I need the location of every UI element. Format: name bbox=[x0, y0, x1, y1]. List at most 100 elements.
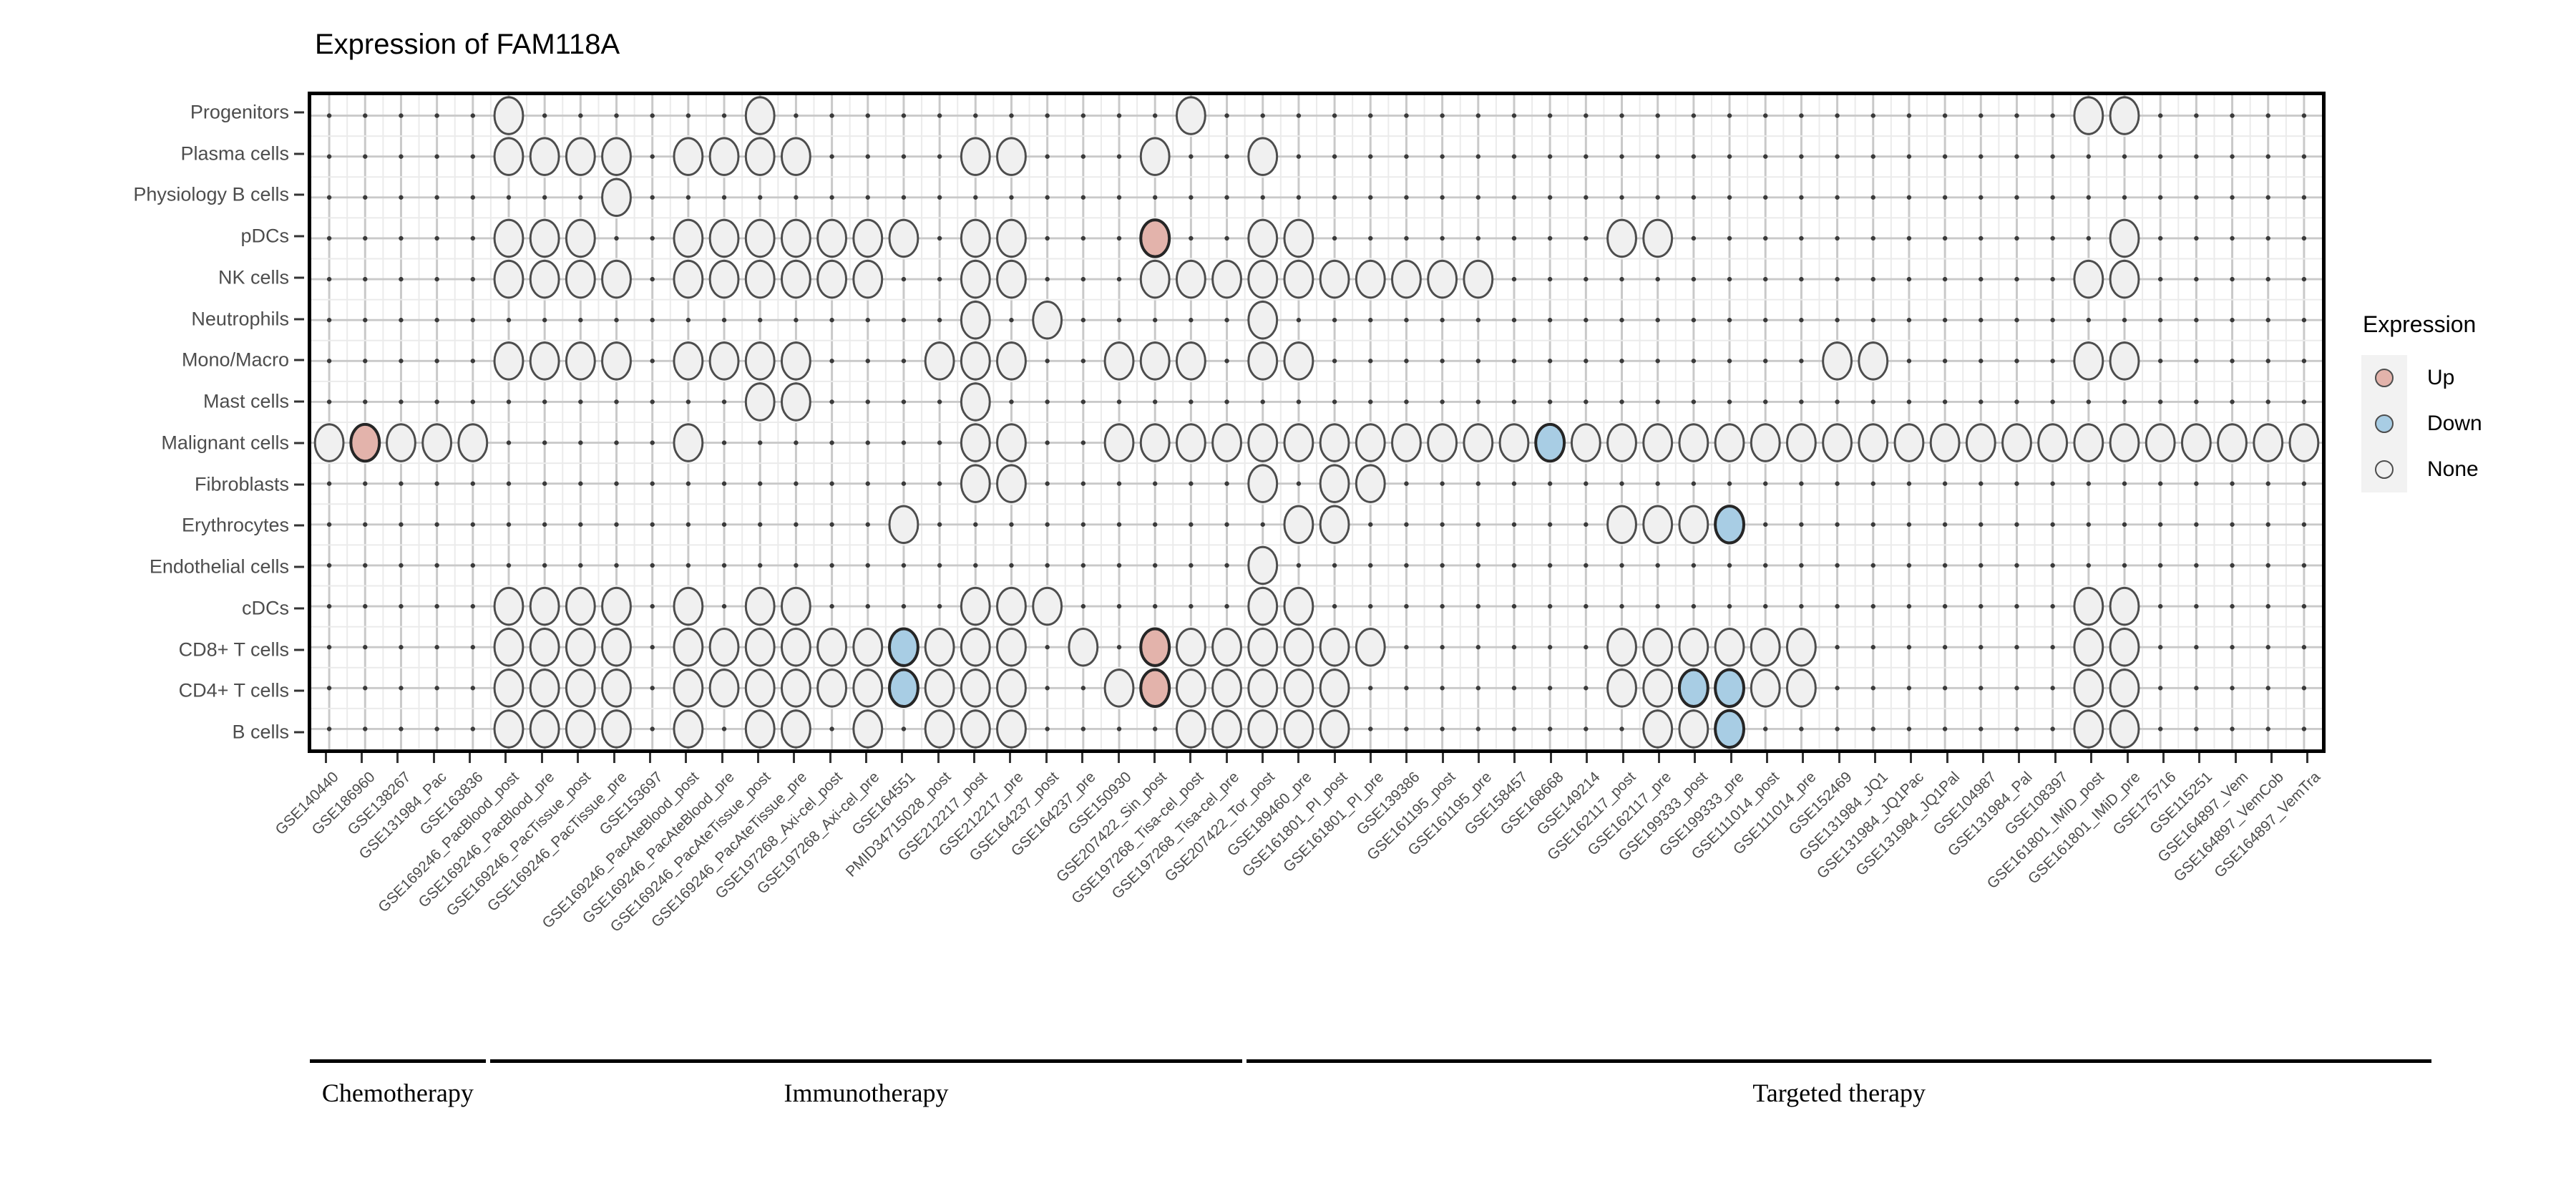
data-point[interactable] bbox=[780, 709, 811, 749]
data-point[interactable] bbox=[2073, 669, 2104, 708]
data-point[interactable] bbox=[1642, 669, 1674, 708]
data-point[interactable] bbox=[673, 423, 704, 462]
data-point[interactable] bbox=[1391, 259, 1422, 299]
data-point[interactable] bbox=[1929, 423, 1961, 462]
data-point[interactable] bbox=[708, 341, 740, 381]
data-point[interactable] bbox=[924, 627, 955, 667]
data-point[interactable] bbox=[2073, 709, 2104, 749]
data-point[interactable] bbox=[673, 259, 704, 299]
data-point[interactable] bbox=[1103, 423, 1135, 462]
data-point[interactable] bbox=[1211, 627, 1242, 667]
data-point[interactable] bbox=[996, 586, 1027, 626]
data-point[interactable] bbox=[2253, 423, 2284, 462]
data-point[interactable] bbox=[2180, 423, 2212, 462]
data-point[interactable] bbox=[1319, 505, 1350, 545]
data-point[interactable] bbox=[493, 218, 525, 258]
data-point[interactable] bbox=[2001, 423, 2032, 462]
data-point[interactable] bbox=[1283, 341, 1314, 381]
data-point[interactable] bbox=[2217, 423, 2248, 462]
data-point[interactable] bbox=[960, 137, 991, 176]
data-point[interactable] bbox=[960, 627, 991, 667]
data-point[interactable] bbox=[1068, 627, 1099, 667]
data-point[interactable] bbox=[1498, 423, 1530, 462]
data-point[interactable] bbox=[386, 423, 416, 462]
data-point[interactable] bbox=[924, 709, 955, 749]
data-point[interactable] bbox=[816, 259, 848, 299]
data-point[interactable] bbox=[708, 627, 740, 667]
data-point[interactable] bbox=[529, 709, 560, 749]
data-point[interactable] bbox=[1750, 669, 1781, 708]
data-point[interactable] bbox=[1858, 341, 1889, 381]
data-point[interactable] bbox=[1355, 423, 1386, 462]
data-point[interactable] bbox=[780, 586, 811, 626]
data-point[interactable] bbox=[1714, 627, 1745, 667]
data-point[interactable] bbox=[744, 341, 776, 381]
data-point[interactable] bbox=[1283, 505, 1314, 545]
data-point[interactable] bbox=[1678, 505, 1709, 545]
data-point[interactable] bbox=[565, 218, 596, 258]
data-point[interactable] bbox=[1391, 423, 1422, 462]
data-point[interactable] bbox=[1032, 300, 1063, 340]
data-point[interactable] bbox=[529, 586, 560, 626]
data-point[interactable] bbox=[1283, 586, 1314, 626]
data-point[interactable] bbox=[1283, 669, 1314, 708]
data-point[interactable] bbox=[1642, 505, 1674, 545]
data-point[interactable] bbox=[708, 259, 740, 299]
data-point[interactable] bbox=[601, 137, 632, 176]
data-point[interactable] bbox=[2109, 423, 2140, 462]
data-point[interactable] bbox=[1319, 709, 1350, 749]
data-point[interactable] bbox=[2145, 423, 2176, 462]
legend-item[interactable]: Down bbox=[2361, 401, 2569, 447]
data-point[interactable] bbox=[744, 586, 776, 626]
data-point[interactable] bbox=[1785, 423, 1817, 462]
data-point[interactable] bbox=[565, 627, 596, 667]
data-point[interactable] bbox=[2073, 341, 2104, 381]
data-point[interactable] bbox=[996, 218, 1027, 258]
data-point[interactable] bbox=[313, 423, 345, 462]
data-point[interactable] bbox=[673, 586, 704, 626]
data-point[interactable] bbox=[1642, 218, 1674, 258]
data-point[interactable] bbox=[457, 423, 489, 462]
data-point[interactable] bbox=[888, 218, 919, 258]
data-point[interactable] bbox=[816, 218, 848, 258]
data-point[interactable] bbox=[960, 382, 991, 422]
data-point[interactable] bbox=[2073, 627, 2104, 667]
data-point[interactable] bbox=[601, 627, 632, 667]
data-point[interactable] bbox=[1606, 423, 1637, 462]
data-point[interactable] bbox=[493, 137, 525, 176]
data-point[interactable] bbox=[744, 218, 776, 258]
data-point[interactable] bbox=[1893, 423, 1925, 462]
data-point[interactable] bbox=[1247, 545, 1279, 585]
data-point[interactable] bbox=[744, 669, 776, 708]
data-point[interactable] bbox=[1283, 423, 1314, 462]
data-point[interactable] bbox=[1427, 259, 1458, 299]
data-point[interactable] bbox=[780, 382, 811, 422]
data-point[interactable] bbox=[960, 423, 991, 462]
data-point[interactable] bbox=[744, 96, 776, 135]
data-point[interactable] bbox=[565, 709, 596, 749]
data-point[interactable] bbox=[1247, 709, 1279, 749]
data-point[interactable] bbox=[1283, 709, 1314, 749]
data-point[interactable] bbox=[780, 218, 811, 258]
data-point[interactable] bbox=[1139, 259, 1171, 299]
data-point[interactable] bbox=[673, 669, 704, 708]
data-point[interactable] bbox=[1714, 668, 1745, 709]
data-point[interactable] bbox=[996, 464, 1027, 503]
data-point[interactable] bbox=[1319, 464, 1350, 503]
data-point[interactable] bbox=[852, 709, 884, 749]
data-point[interactable] bbox=[744, 259, 776, 299]
data-point[interactable] bbox=[2073, 423, 2104, 462]
data-point[interactable] bbox=[601, 178, 632, 218]
data-point[interactable] bbox=[529, 627, 560, 667]
data-point[interactable] bbox=[1247, 259, 1279, 299]
data-point[interactable] bbox=[1642, 709, 1674, 749]
data-point[interactable] bbox=[2288, 423, 2320, 462]
data-point[interactable] bbox=[852, 669, 884, 708]
data-point[interactable] bbox=[960, 259, 991, 299]
legend-item[interactable]: None bbox=[2361, 447, 2569, 492]
data-point[interactable] bbox=[996, 669, 1027, 708]
data-point[interactable] bbox=[1247, 669, 1279, 708]
data-point[interactable] bbox=[1822, 341, 1853, 381]
data-point[interactable] bbox=[1355, 464, 1386, 503]
data-point[interactable] bbox=[1319, 627, 1350, 667]
